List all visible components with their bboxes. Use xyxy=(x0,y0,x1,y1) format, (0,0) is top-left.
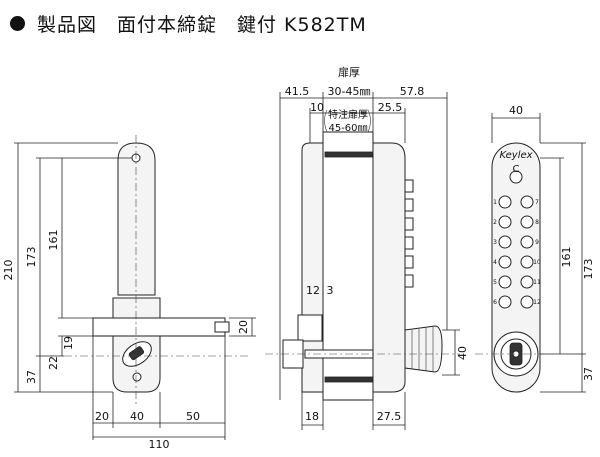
keypad-dim-161: 161 xyxy=(560,247,573,268)
dim-161: 161 xyxy=(47,230,60,251)
side-view: 扉厚 41.5 30-45㎜ 57.8 10 特注扉厚 45-60㎜ 25.5 … xyxy=(265,66,469,430)
keypad-brand: Keylex xyxy=(499,150,532,161)
page-title: 製品図 面付本締錠 鍵付 K582TM xyxy=(37,13,367,36)
bottom-through-bolt xyxy=(324,376,374,383)
key-label-left: 6 xyxy=(493,299,497,306)
key-label-left: 3 xyxy=(493,239,497,246)
key-label-right: 12 xyxy=(533,299,541,306)
dim-27-5: 27.5 xyxy=(377,410,402,423)
dim-57-8: 57.8 xyxy=(400,85,425,98)
dim-40-knob: 40 xyxy=(456,346,469,360)
key-label-right: 8 xyxy=(535,219,539,226)
lever-handle xyxy=(117,142,156,296)
special-door-range: 45-60㎜ xyxy=(328,123,367,134)
key-label-left: 2 xyxy=(493,219,497,226)
dim-door-label: 扉厚 xyxy=(338,66,360,79)
latch-block xyxy=(297,314,323,342)
dim-41-5: 41.5 xyxy=(285,85,310,98)
keypad-dim-173: 173 xyxy=(582,259,595,280)
dim-210: 210 xyxy=(2,260,15,281)
dim-19: 19 xyxy=(62,336,75,350)
dim-20-right: 20 xyxy=(237,320,250,334)
key-label-left: 5 xyxy=(493,279,497,286)
dim-12: 12 xyxy=(306,284,320,297)
top-through-bolt xyxy=(324,151,374,158)
dim-30-45: 30-45㎜ xyxy=(328,85,371,98)
key-label-left: 4 xyxy=(493,259,497,266)
key-label-left: 1 xyxy=(493,199,497,206)
door-section xyxy=(322,131,374,401)
dim-18: 18 xyxy=(305,410,319,423)
dim-3: 3 xyxy=(327,284,334,297)
dim-10: 10 xyxy=(310,101,324,114)
title-row: 製品図 面付本締錠 鍵付 K582TM xyxy=(10,10,367,36)
side-knob xyxy=(404,325,443,373)
key-label-right: 7 xyxy=(535,199,539,206)
special-door-label: 特注扉厚 xyxy=(328,108,368,121)
bullet-icon xyxy=(10,15,25,31)
dim-50: 50 xyxy=(186,410,200,423)
dim-22: 22 xyxy=(47,356,60,370)
keypad-left-column xyxy=(498,195,512,309)
front-view: 210 173 161 19 22 37 20 20 40 50 110 xyxy=(2,135,256,451)
dim-37: 37 xyxy=(25,370,38,384)
key-c xyxy=(509,170,523,184)
dim-173: 173 xyxy=(25,247,38,268)
dim-110: 110 xyxy=(149,438,170,451)
dim-25-5: 25.5 xyxy=(378,101,403,114)
deadbolt xyxy=(92,317,226,337)
key-label-right: 9 xyxy=(535,239,539,246)
key-label-right: 10 xyxy=(533,259,541,266)
keypad-dim-40: 40 xyxy=(509,104,523,117)
keypad-view: Keylex C xyxy=(475,104,595,393)
key-c-label: C xyxy=(513,164,520,175)
dim-40: 40 xyxy=(130,410,144,423)
dim-20-bottom: 20 xyxy=(95,410,109,423)
side-keypad-housing xyxy=(372,142,406,393)
keypad-right-column xyxy=(520,195,534,309)
key-label-right: 11 xyxy=(533,279,541,286)
side-buttons xyxy=(404,179,414,288)
keypad-dim-37: 37 xyxy=(582,367,595,381)
bottom-screw xyxy=(132,372,142,382)
